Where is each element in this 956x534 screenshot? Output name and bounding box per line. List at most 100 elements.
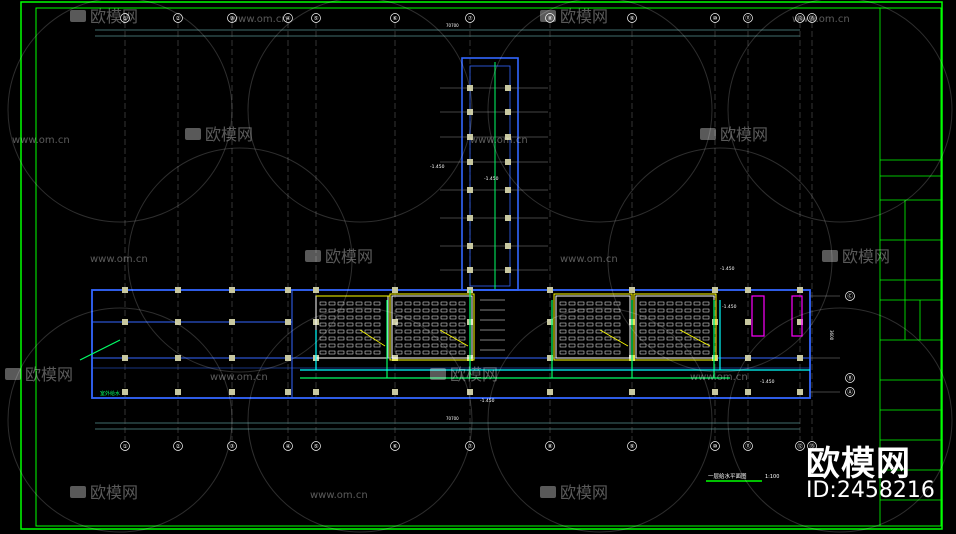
desk	[364, 336, 372, 341]
column	[745, 389, 751, 395]
desk	[586, 315, 594, 320]
desk	[639, 301, 647, 306]
desk	[413, 308, 421, 313]
desk	[395, 301, 403, 306]
axis-bubble-label: Ⓒ	[847, 292, 853, 300]
desk	[440, 329, 448, 334]
desk	[702, 343, 710, 348]
desk	[586, 336, 594, 341]
desk	[431, 315, 439, 320]
desk	[449, 308, 457, 313]
desk	[684, 301, 692, 306]
desk	[355, 308, 363, 313]
column	[712, 389, 718, 395]
desk	[458, 350, 466, 355]
desk	[422, 343, 430, 348]
desk	[577, 308, 585, 313]
desk	[355, 336, 363, 341]
desk	[431, 308, 439, 313]
column	[745, 287, 751, 293]
desk	[684, 336, 692, 341]
watermark-logo-text: 欧模网	[90, 7, 138, 26]
desk	[568, 322, 576, 327]
column	[547, 319, 553, 325]
desk	[568, 343, 576, 348]
axis-bubble	[311, 441, 321, 451]
column	[467, 109, 473, 115]
desk	[666, 322, 674, 327]
axis-bubble-label: ⑪	[745, 442, 751, 450]
axis-bubble-label: ⑥	[393, 16, 398, 22]
column	[547, 287, 553, 293]
axis-bubble-label: ③	[230, 16, 235, 22]
column	[285, 319, 291, 325]
desk	[595, 350, 603, 355]
axis-bubble-label: ⑨	[630, 443, 635, 450]
axis-bubble	[173, 441, 183, 451]
watermark-url: www.om.cn	[470, 135, 528, 146]
desk	[595, 308, 603, 313]
column	[505, 187, 511, 193]
desk	[319, 343, 327, 348]
elevation-tags: -1.450 -1.450 -1.450 -1.450 -1.450 -1.45…	[430, 164, 775, 404]
desk	[604, 301, 612, 306]
desk	[684, 308, 692, 313]
desk	[684, 315, 692, 320]
desk	[328, 308, 336, 313]
axis-bubble-label: ②	[176, 15, 181, 22]
watermark-url: www.om.cn	[90, 254, 148, 265]
desk	[337, 350, 345, 355]
drawing-scale: 1:100	[765, 474, 779, 480]
column	[797, 355, 803, 361]
desk	[355, 350, 363, 355]
desk	[613, 315, 621, 320]
watermark-logo-text: 欧模网	[25, 365, 73, 384]
watermark-url: www.om.cn	[792, 14, 850, 25]
desk	[458, 322, 466, 327]
desk	[422, 336, 430, 341]
watermark-logo-text: 欧模网	[842, 247, 890, 266]
desk	[648, 322, 656, 327]
desk	[440, 301, 448, 306]
column	[229, 389, 235, 395]
watermark-logo-text: 欧模网	[560, 483, 608, 502]
desk	[568, 308, 576, 313]
axis-bubble-label: ①	[123, 16, 128, 22]
desk	[337, 308, 345, 313]
axis-bubble-label: Ⓐ	[847, 388, 853, 396]
elevation-tag: -1.450	[484, 176, 499, 182]
brand-id: ID:2458216	[806, 478, 935, 503]
desk	[577, 350, 585, 355]
desk	[355, 315, 363, 320]
column	[229, 287, 235, 293]
main-building	[79, 287, 840, 399]
watermark-logo-icon	[540, 10, 556, 22]
desk	[702, 329, 710, 334]
desk	[458, 336, 466, 341]
desk	[346, 329, 354, 334]
desk	[577, 329, 585, 334]
watermark-logo-text: 欧模网	[205, 125, 253, 144]
axis-bubble	[283, 441, 293, 451]
desk	[693, 343, 701, 348]
column	[229, 355, 235, 361]
desk	[422, 315, 430, 320]
desk	[328, 329, 336, 334]
title-block	[879, 7, 942, 527]
desk	[657, 343, 665, 348]
dimension-lines-top	[95, 29, 800, 430]
desk	[404, 336, 412, 341]
watermark-url: www.om.cn	[690, 372, 748, 383]
desk	[431, 350, 439, 355]
desk	[639, 322, 647, 327]
axis-bubble-label: ⑬	[809, 14, 815, 22]
axis-bubble-label: ⑩	[713, 15, 718, 22]
desk	[657, 336, 665, 341]
column	[547, 389, 553, 395]
brand-logo: 欧模网	[806, 444, 911, 484]
axis-bubble	[227, 441, 237, 451]
column	[467, 267, 473, 273]
desk	[568, 315, 576, 320]
column	[175, 319, 181, 325]
desk	[373, 308, 381, 313]
